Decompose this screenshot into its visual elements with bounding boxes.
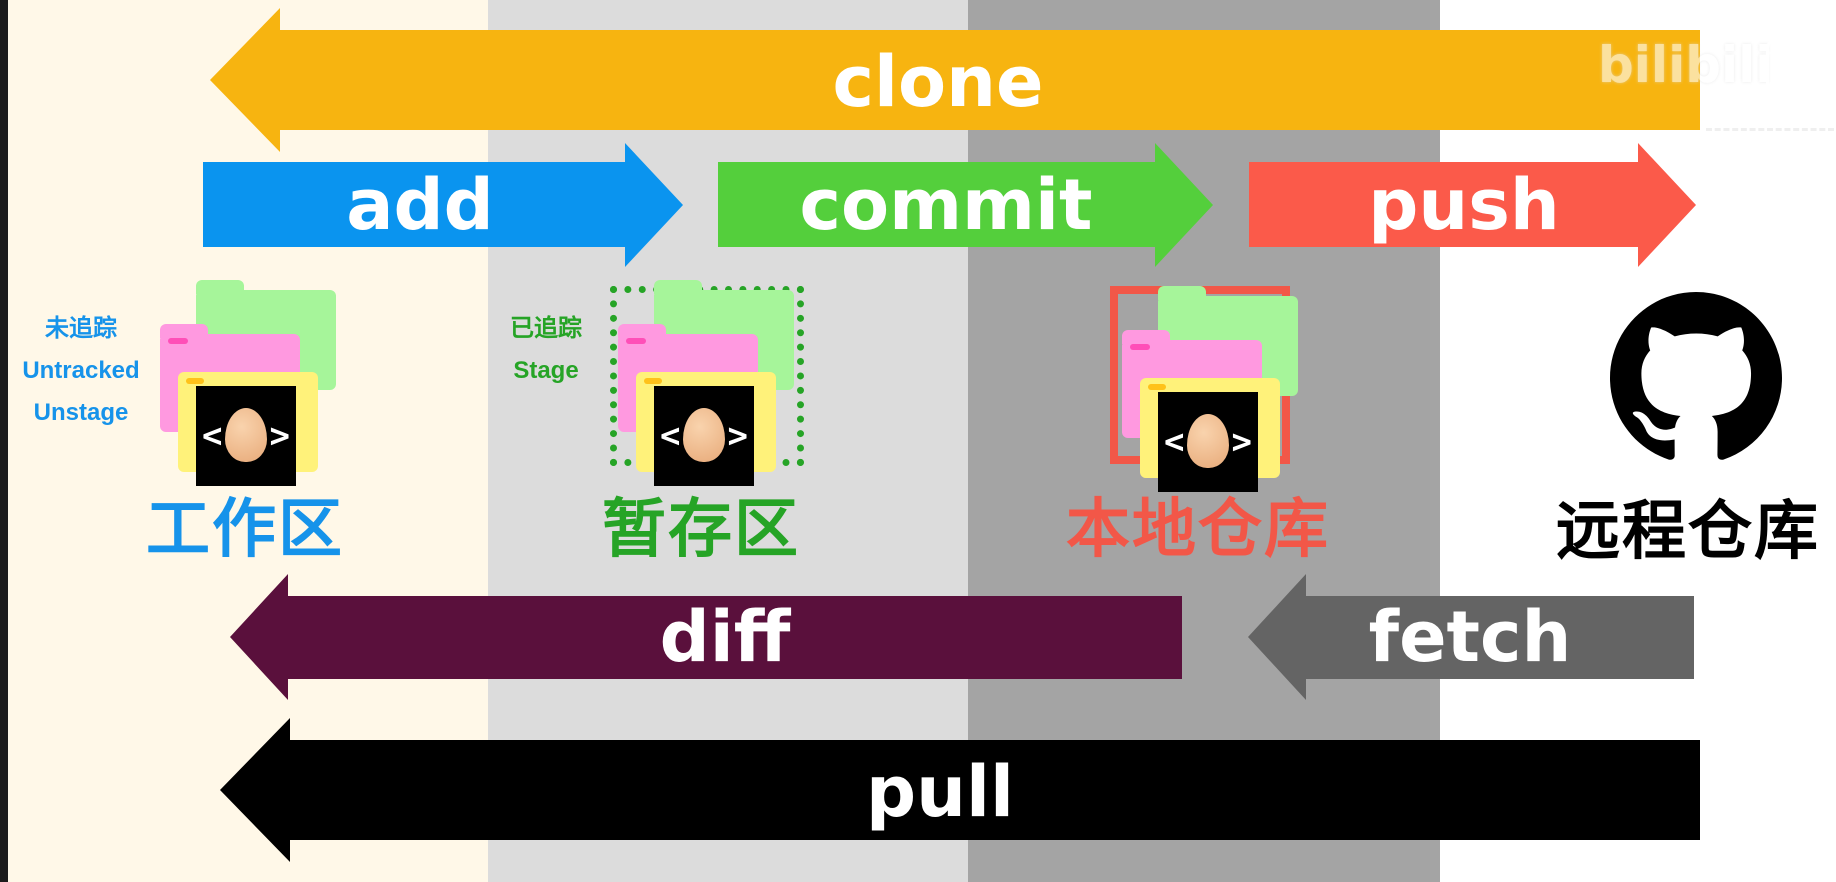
clone-label: clone xyxy=(833,41,1044,123)
staging-state-stage: Stage xyxy=(513,357,579,384)
fetch-arrow: fetch xyxy=(1248,574,1694,700)
workspace-files-icon: <> xyxy=(160,280,346,486)
commit-arrow: commit xyxy=(718,143,1213,267)
add-label: add xyxy=(346,164,493,246)
staging-state: 已追踪 Stage xyxy=(500,308,592,392)
watermark-badge xyxy=(1766,40,1836,112)
push-label: push xyxy=(1368,164,1559,246)
staging-state-cn: 已追踪 xyxy=(510,315,582,342)
diff-label: diff xyxy=(660,596,792,678)
staging-title: 暂存区 xyxy=(602,493,800,567)
staging-files-icon: <> xyxy=(618,280,804,486)
workspace-state-unstage: Unstage xyxy=(33,399,129,426)
bilibili-logo-icon: bilibili xyxy=(1598,36,1773,94)
egg-icon xyxy=(225,408,267,462)
egg-icon xyxy=(1187,414,1229,468)
workspace-state-cn: 未追踪 xyxy=(45,315,117,342)
egg-icon xyxy=(683,408,725,462)
local-repo-title: 本地仓库 xyxy=(1066,493,1330,567)
clone-arrow: clone xyxy=(210,8,1700,152)
workspace-state: 未追踪 Untracked Unstage xyxy=(14,308,148,434)
bilibili-watermark: bilibili xyxy=(1598,36,1836,166)
commit-label: commit xyxy=(800,164,1093,246)
pull-arrow: pull xyxy=(220,718,1700,862)
pull-label: pull xyxy=(866,751,1014,833)
workspace-state-untracked: Untracked xyxy=(22,357,140,384)
add-arrow: add xyxy=(203,143,683,267)
push-arrow: push xyxy=(1249,143,1696,267)
local-repo-files-icon: <> xyxy=(1122,286,1308,492)
fetch-label: fetch xyxy=(1369,596,1572,678)
remote-repo-title: 远程仓库 xyxy=(1556,495,1820,569)
diff-arrow: diff xyxy=(230,574,1182,700)
workspace-title: 工作区 xyxy=(146,493,344,567)
github-octocat-icon xyxy=(1610,292,1782,460)
watermark-subtext xyxy=(1706,128,1834,141)
